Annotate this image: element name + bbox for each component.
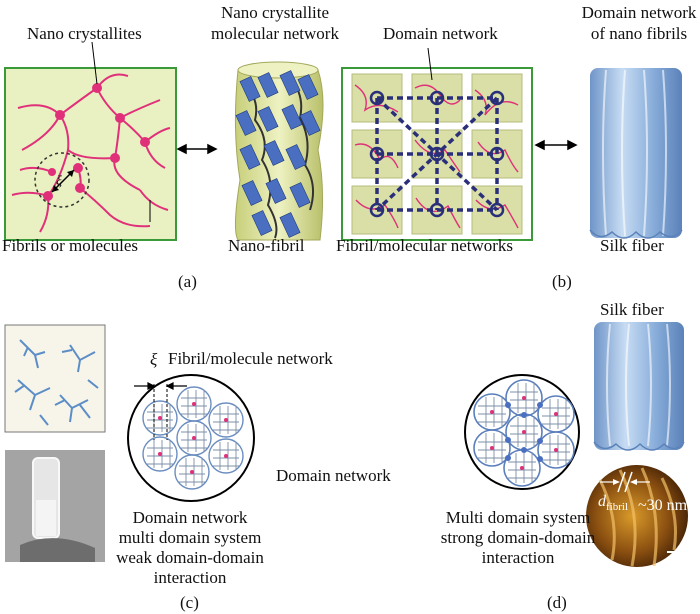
fibrils-label: Fibrils or molecules [2, 236, 138, 255]
nano-crystallite-title-1: Nano crystallite [220, 3, 330, 22]
c-caption-2: multi domain system [118, 528, 262, 547]
afm-image [586, 465, 688, 567]
silk-fiber-bottom [593, 322, 685, 451]
vial-photo [5, 450, 105, 562]
d-fibril-sub: fibril [606, 501, 628, 514]
d-fibril-symbol: dfibril [598, 492, 628, 517]
d-caption-1: Multi domain system [445, 508, 591, 527]
domain-network-center-label: Domain network [276, 466, 391, 485]
silk-fiber-label-top: Silk fiber [600, 236, 664, 255]
panel-c-circle [127, 374, 255, 502]
dendrite-image [4, 324, 106, 433]
fibril-molecule-network-label: Fibril/molecule network [168, 349, 333, 368]
xi-symbol-c: ξ [150, 350, 158, 369]
leader-nano-crystallites [91, 41, 98, 85]
c-caption-3: weak domain-domain [116, 548, 264, 567]
d-caption-2: strong domain-domain [440, 528, 596, 547]
silk-fiber-label-bottom: Silk fiber [600, 300, 664, 319]
nano-fibril-illustration [234, 61, 324, 241]
nano-crystallite-title-2: molecular network [211, 24, 339, 43]
silk-fiber-top [589, 68, 683, 239]
silk-title-2: of nano fibrils [590, 24, 688, 43]
xi-symbol-a: ξ [56, 174, 62, 189]
silk-title-1: Domain network [581, 3, 697, 22]
panel-b-tag: (b) [552, 272, 572, 291]
d-fibril-d: d [598, 493, 606, 510]
domain-network-label: Domain network [383, 24, 498, 43]
c-caption-1: Domain network [132, 508, 248, 527]
panel-d-circle [464, 374, 580, 490]
double-arrow-left [176, 143, 218, 155]
d-fibril-value: ~30 nm [638, 497, 688, 514]
panel-a-tag: (a) [178, 272, 197, 291]
panel-a-box [4, 67, 177, 241]
nano-fibril-label: Nano-fibril [228, 236, 305, 255]
panel-d-tag: (d) [547, 593, 567, 612]
d-caption-3: interaction [481, 548, 555, 567]
c-caption-4: interaction [153, 568, 227, 587]
nano-crystallites-label: Nano crystallites [27, 24, 142, 43]
panel-c-tag: (c) [180, 593, 199, 612]
panel-b-box [341, 67, 533, 241]
double-arrow-right [534, 139, 578, 151]
leader-domain-network [427, 47, 433, 81]
fibril-molecular-networks-label: Fibril/molecular networks [336, 236, 514, 255]
